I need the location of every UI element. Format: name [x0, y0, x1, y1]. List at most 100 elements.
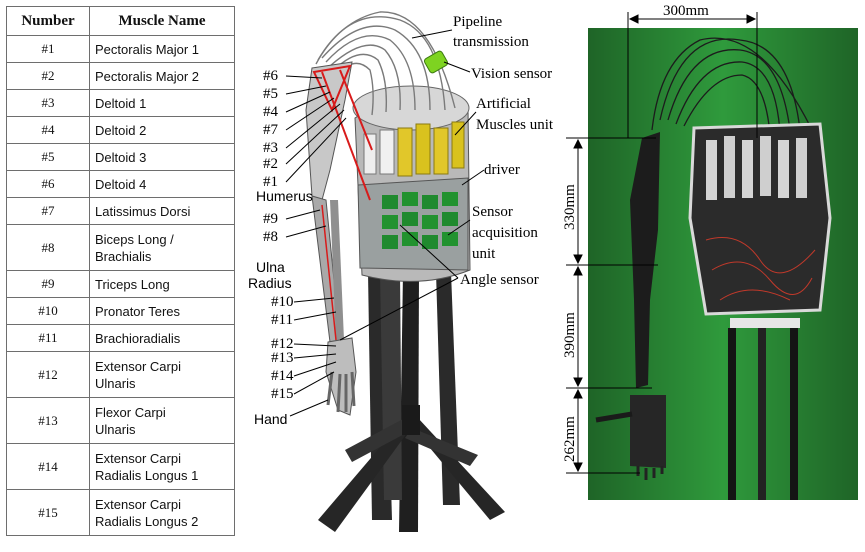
- muscle-name-line: Triceps Long: [95, 276, 170, 292]
- label-muscles-1: Artificial: [476, 96, 531, 112]
- muscle-marker-label: #2: [263, 156, 278, 172]
- muscle-name-line: Extensor Carpi: [95, 450, 181, 466]
- muscle-number-cell: #12: [6, 351, 90, 398]
- muscle-name-line: Deltoid 1: [95, 95, 147, 111]
- muscle-name-cell: Pectoralis Major 2: [89, 62, 235, 90]
- pipeline-tubes: [315, 11, 456, 116]
- muscle-marker-label: #12: [271, 336, 294, 352]
- muscle-name-line: Radialis Longus 1: [95, 467, 199, 483]
- muscle-marker-label: #11: [271, 312, 293, 328]
- muscle-name-cell: Deltoid 2: [89, 116, 235, 144]
- muscle-name-column-header: Muscle Name: [89, 6, 235, 36]
- muscle-name-cell: Deltoid 4: [89, 170, 235, 198]
- muscle-number-cell: #8: [6, 224, 90, 271]
- muscle-name-line: Radialis Longus 2: [95, 513, 199, 529]
- label-driver: driver: [484, 162, 520, 178]
- number-column-header: Number: [6, 6, 90, 36]
- muscle-number-cell: #4: [6, 116, 90, 144]
- table-row: #5 Deltoid 3: [6, 143, 235, 171]
- label-sensor-2: acquisition: [472, 225, 538, 241]
- muscle-name-line: Extensor Carpi: [95, 358, 181, 374]
- dimension-upper-arm: 390mm: [562, 312, 578, 358]
- muscle-name-cell: Deltoid 1: [89, 89, 235, 117]
- muscle-marker-label: #1: [263, 174, 278, 190]
- muscle-marker-label: #9: [263, 211, 278, 227]
- muscle-name-line: Pectoralis Major 2: [95, 68, 200, 84]
- table-row: #3 Deltoid 1: [6, 89, 235, 117]
- label-angle-sensor: Angle sensor: [460, 272, 539, 288]
- muscle-number-cell: #13: [6, 397, 90, 444]
- muscle-marker-label: #10: [271, 294, 294, 310]
- muscle-name-line: Brachialis: [95, 248, 152, 264]
- muscle-marker-labels: #6#5#4#7#3#2#1#9#8#10#11#12#13#14#15: [263, 68, 294, 402]
- muscle-name-line: Deltoid 3: [95, 149, 147, 165]
- label-sensor-1: Sensor: [472, 204, 513, 220]
- muscle-marker-label: #15: [271, 386, 294, 402]
- vision-sensor: [423, 50, 449, 74]
- muscle-marker-label: #14: [271, 368, 294, 384]
- muscle-name-cell: Latissimus Dorsi: [89, 197, 235, 225]
- muscle-number-cell: #9: [6, 270, 90, 298]
- muscle-name-line: Flexor Carpi: [95, 404, 166, 420]
- arm-model: [305, 61, 373, 416]
- muscle-name-line: Brachioradialis: [95, 330, 181, 346]
- muscle-marker-label: #5: [263, 86, 278, 102]
- muscle-name-line: Pronator Teres: [95, 303, 181, 319]
- dimension-torso: 330mm: [562, 184, 578, 230]
- muscle-number-cell: #7: [6, 197, 90, 225]
- muscle-name-line: Deltoid 4: [95, 176, 147, 192]
- muscle-name-line: Extensor Carpi: [95, 496, 181, 512]
- table-row: #8 Biceps Long /Brachialis: [6, 224, 235, 271]
- muscle-number-cell: #5: [6, 143, 90, 171]
- label-ulna: Ulna: [256, 259, 285, 275]
- stand: [318, 272, 505, 532]
- muscle-number-cell: #15: [6, 489, 90, 536]
- muscle-name-cell: Pectoralis Major 1: [89, 35, 235, 63]
- muscle-name-cell: Pronator Teres: [89, 297, 235, 325]
- dimension-lines: [566, 12, 758, 474]
- label-pipeline-1: Pipeline: [453, 14, 503, 30]
- label-muscles-2: Muscles unit: [476, 117, 554, 133]
- muscle-number-cell: #14: [6, 443, 90, 490]
- muscle-marker-label: #8: [263, 229, 278, 245]
- table-row: #9 Triceps Long: [6, 270, 235, 298]
- muscle-name-line: Ulnaris: [95, 421, 136, 437]
- label-hand: Hand: [254, 411, 287, 427]
- muscle-name-line: Pectoralis Major 1: [95, 41, 200, 57]
- muscle-marker-label: #6: [263, 68, 279, 84]
- leader-lines: [285, 29, 485, 417]
- actuator-cylinders: [363, 121, 465, 177]
- table-row: #7 Latissimus Dorsi: [6, 197, 235, 225]
- table-header-row: Number Muscle Name: [6, 6, 235, 36]
- dimension-width: 300mm: [663, 3, 709, 19]
- label-sensor-3: unit: [472, 246, 496, 262]
- muscle-name-line: Ulnaris: [95, 375, 136, 391]
- muscle-number-cell: #3: [6, 89, 90, 117]
- muscle-marker-label: #7: [263, 122, 279, 138]
- dimension-forearm: 262mm: [562, 416, 578, 462]
- sensor-acquisition-boards: [382, 192, 458, 249]
- muscle-name-line: Latissimus Dorsi: [95, 203, 191, 219]
- muscle-marker-label: #3: [263, 140, 278, 156]
- label-pipeline-2: transmission: [453, 34, 529, 50]
- label-vision-sensor: Vision sensor: [471, 66, 552, 82]
- label-humerus: Humerus: [256, 188, 313, 204]
- muscle-name-cell: Triceps Long: [89, 270, 235, 298]
- muscle-name-line: Biceps Long /: [95, 231, 174, 247]
- muscle-marker-label: #4: [263, 104, 279, 120]
